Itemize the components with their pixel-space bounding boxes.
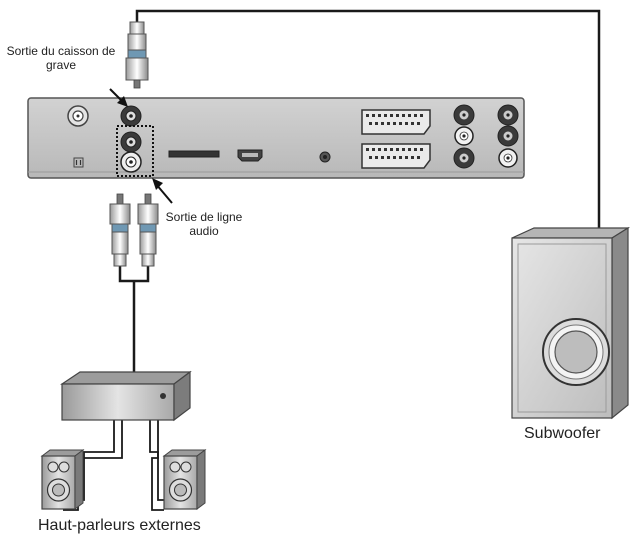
rca-jacks-column-1 — [453, 104, 475, 169]
audio-line-cable — [118, 265, 150, 374]
subwoofer-driver — [542, 318, 610, 386]
label-subwoofer: Subwoofer — [524, 425, 601, 442]
tv-rear-panel — [27, 97, 525, 179]
external-speaker-right — [162, 449, 207, 510]
ci-card-slot — [168, 150, 220, 158]
subwoofer-box — [511, 226, 631, 420]
audio-line-output-jack-left — [120, 131, 142, 153]
hdmi-port — [237, 149, 263, 162]
subwoofer-rca-plug — [125, 21, 149, 89]
headphone-jack — [319, 151, 331, 163]
audio-line-output-highlight — [116, 125, 154, 177]
subwoofer-cable — [135, 9, 601, 238]
scart-port-2 — [361, 143, 431, 169]
subwoofer-output-jack — [120, 105, 142, 127]
label-audio-line-output: Sortie de ligne audio — [165, 210, 243, 238]
audio-rca-plug-left — [109, 193, 131, 267]
audio-line-output-jack-right — [120, 151, 142, 173]
label-subwoofer-output: Sortie du caisson de grave — [6, 44, 116, 72]
antenna-socket — [67, 105, 89, 127]
subwoofer-output-arrow — [109, 88, 128, 107]
audio-line-output-arrow — [152, 178, 173, 204]
power-socket — [73, 157, 84, 168]
amplifier-power-led — [160, 393, 166, 399]
scart-port-1 — [361, 109, 431, 135]
rca-jacks-column-2 — [497, 104, 519, 168]
label-external-speakers: Haut-parleurs externes — [38, 517, 201, 534]
external-speaker-left — [40, 449, 85, 510]
audio-rca-plug-right — [137, 193, 159, 267]
amplifier — [60, 370, 192, 422]
